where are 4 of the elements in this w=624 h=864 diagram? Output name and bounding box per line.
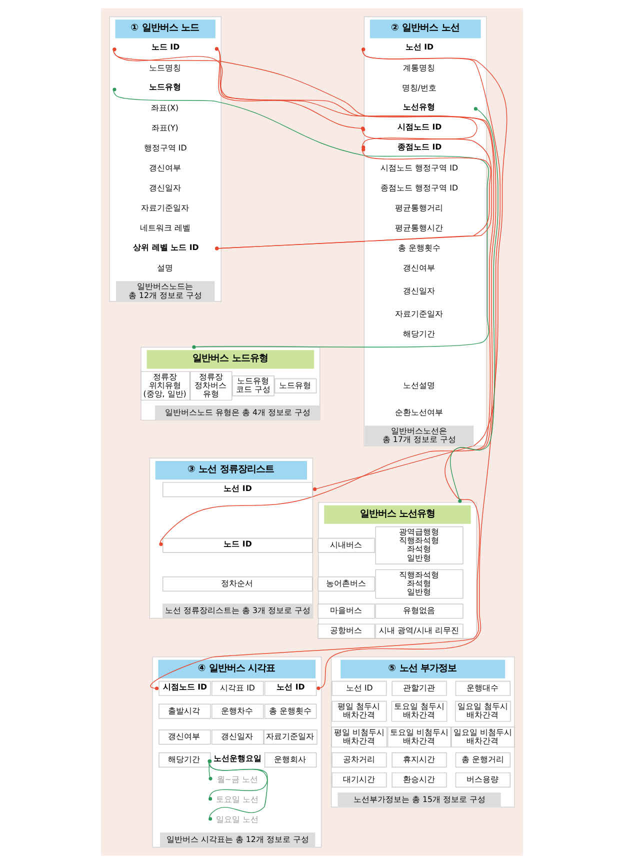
- connector: [112, 88, 490, 349]
- connector: [450, 107, 498, 503]
- connector: [215, 148, 492, 250]
- connector: [313, 48, 500, 491]
